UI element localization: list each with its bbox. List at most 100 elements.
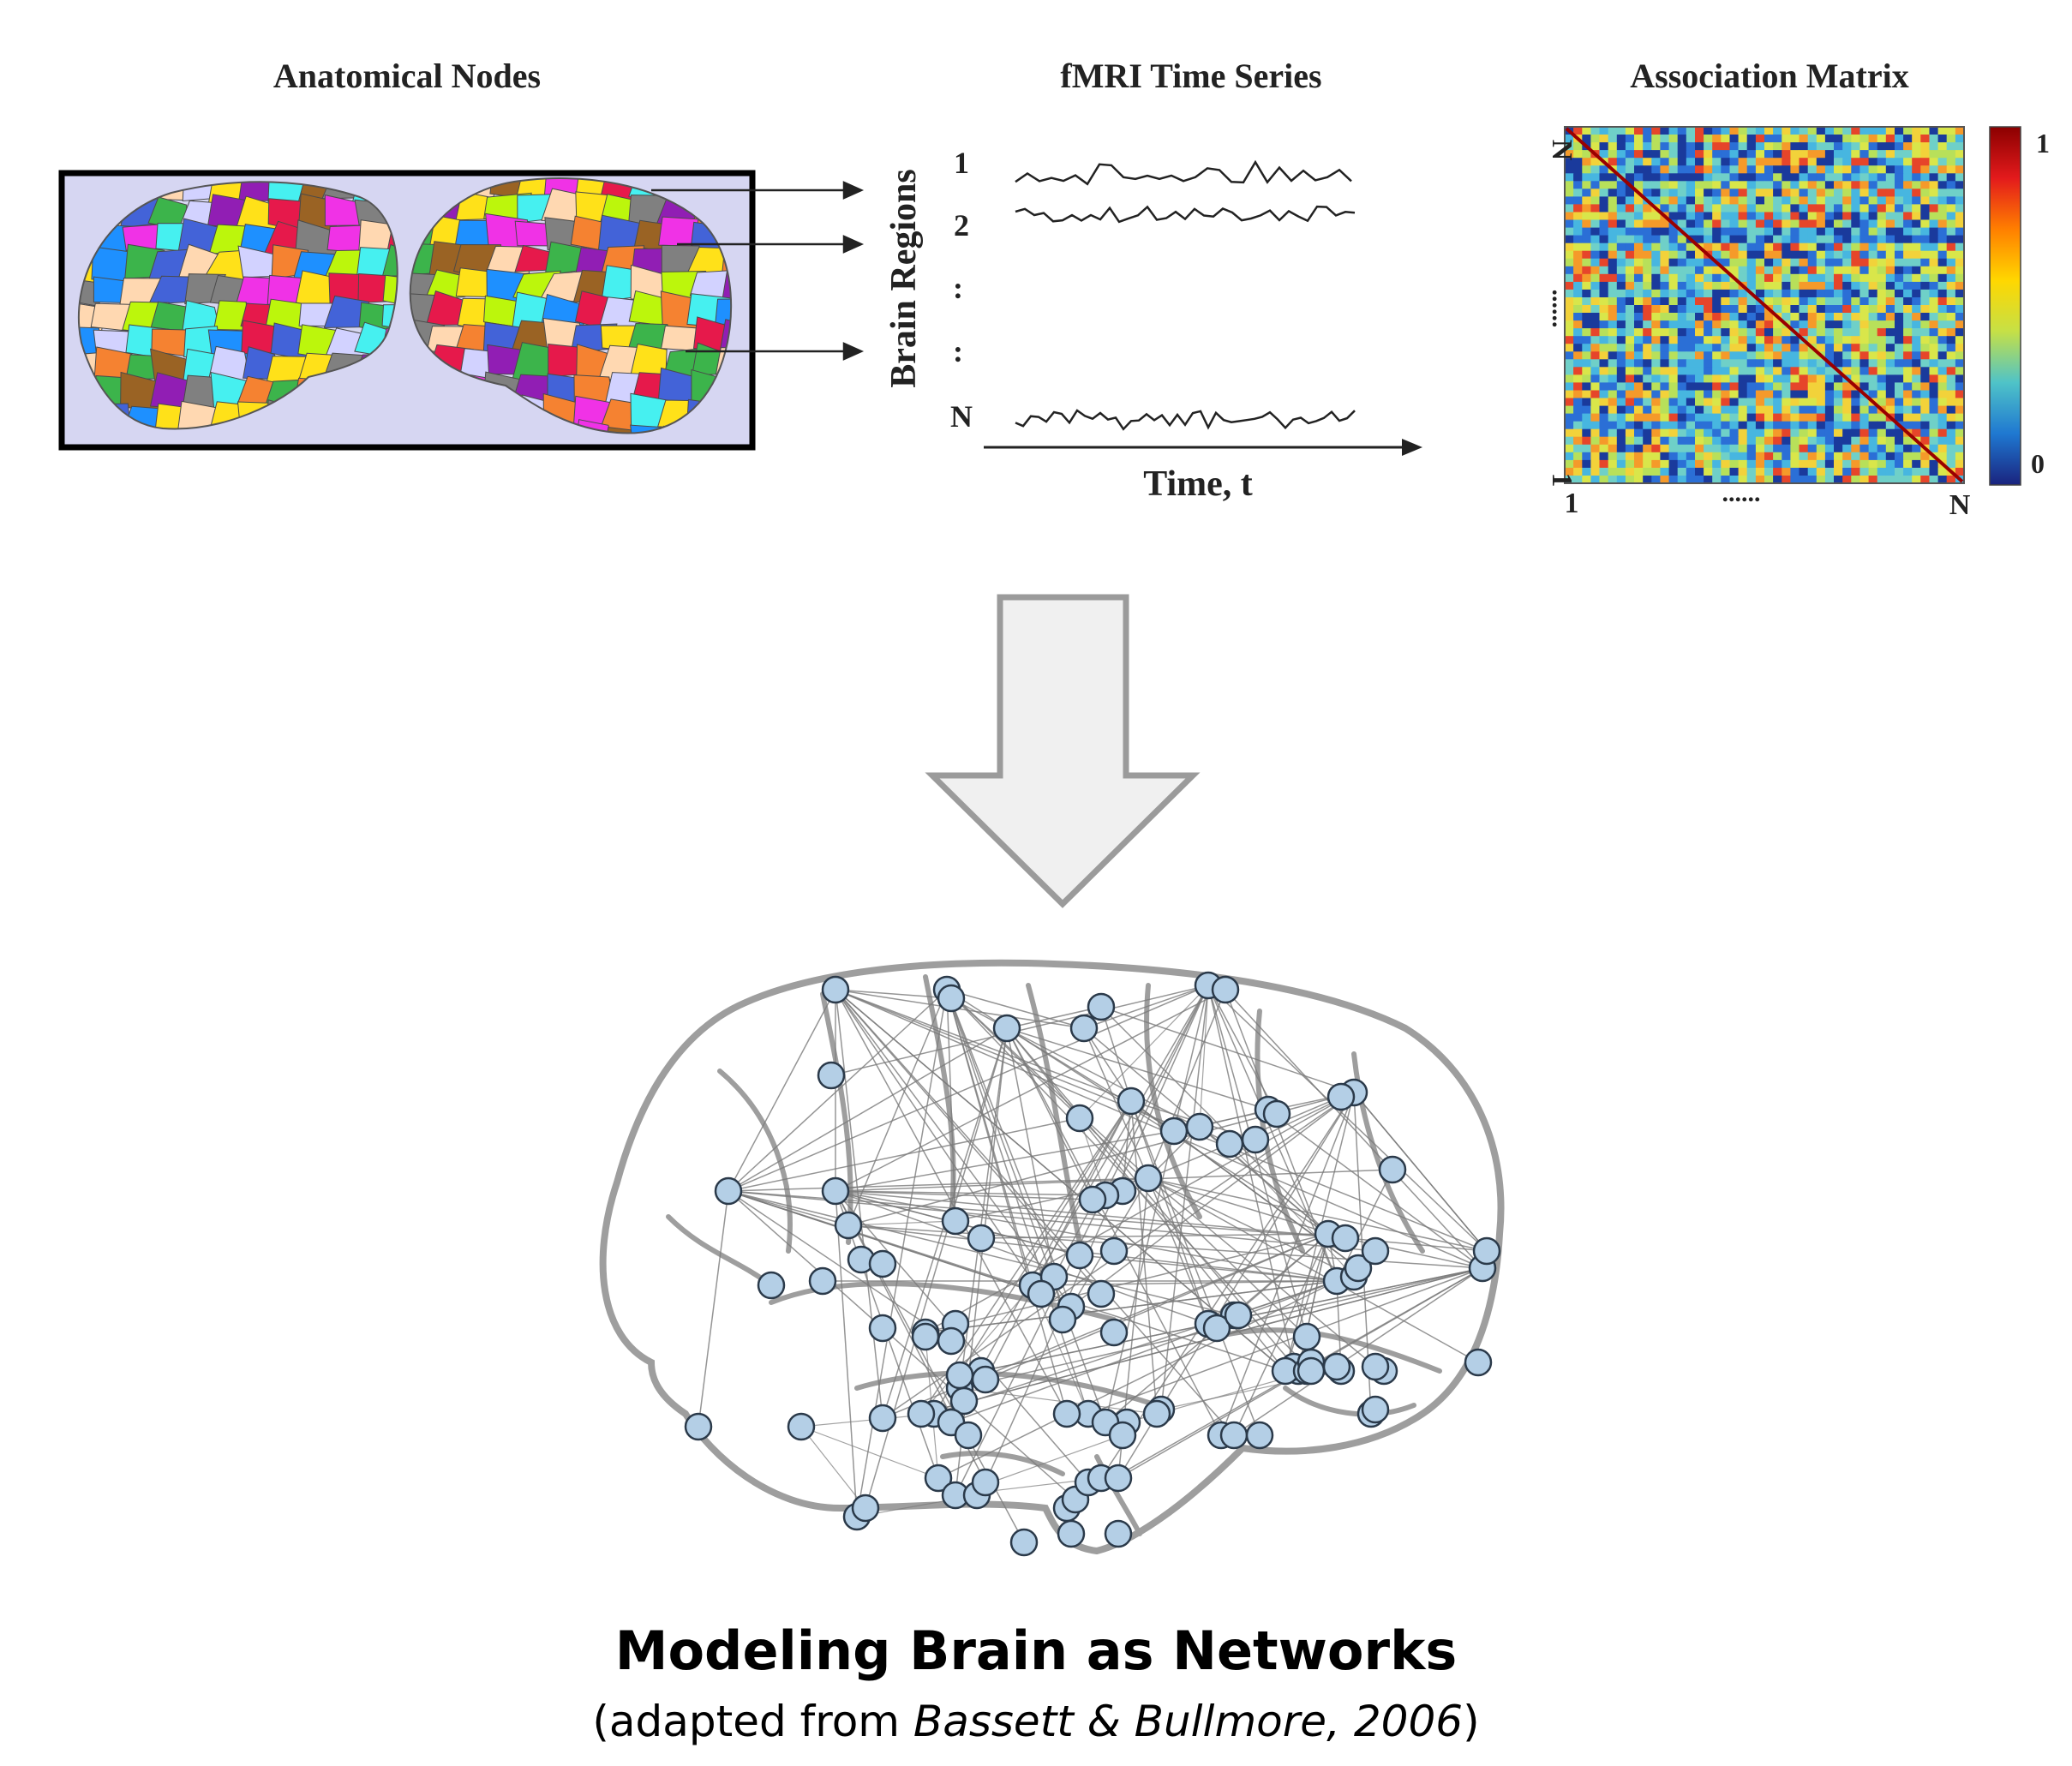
matrix-cell — [1834, 204, 1843, 213]
matrix-cell — [1755, 305, 1765, 314]
matrix-cell — [1695, 250, 1704, 260]
matrix-cell — [1859, 142, 1870, 151]
matrix-cell — [1842, 436, 1852, 446]
matrix-cell — [1937, 297, 1948, 306]
matrix-cell — [1738, 135, 1748, 143]
matrix-cell — [1643, 305, 1652, 314]
matrix-cell — [1955, 142, 1965, 151]
matrix-cell — [1573, 212, 1583, 221]
network-edge — [835, 1130, 1175, 1192]
matrix-cell — [1859, 297, 1870, 306]
matrix-cell — [1643, 135, 1652, 143]
matrix-cell — [1790, 212, 1800, 221]
matrix-cell — [1799, 452, 1809, 461]
matrix-cell — [1608, 127, 1618, 135]
matrix-cell — [1729, 336, 1740, 344]
matrix-cell — [1695, 181, 1704, 189]
matrix-cell — [1634, 289, 1644, 298]
matrix-cell — [1721, 390, 1730, 399]
matrix-cell — [1608, 281, 1618, 290]
matrix-cell — [1885, 204, 1895, 213]
matrix-cell — [1573, 173, 1583, 182]
matrix-cell — [1582, 367, 1591, 375]
matrix-cell — [1824, 351, 1835, 360]
matrix-cell — [1573, 242, 1583, 252]
matrix-cell — [1651, 219, 1661, 229]
matrix-cell — [1807, 273, 1817, 283]
matrix-cell — [1599, 196, 1609, 205]
matrix-cell — [1842, 212, 1852, 221]
fmri-time-series-title: fMRI Time Series — [1060, 57, 1321, 95]
matrix-cell — [1895, 281, 1904, 290]
matrix-cell — [1660, 281, 1670, 290]
matrix-cell — [1677, 382, 1687, 391]
matrix-cell — [1634, 204, 1644, 213]
matrix-cell — [1868, 135, 1878, 143]
matrix-cell — [1668, 344, 1679, 352]
matrix-cell — [1929, 227, 1939, 236]
matrix-cell — [1782, 181, 1791, 189]
matrix-cell — [1834, 344, 1843, 352]
matrix-cell — [1608, 242, 1618, 252]
matrix-cell — [1903, 344, 1913, 352]
matrix-cell — [1834, 382, 1843, 391]
matrix-cell — [1773, 235, 1782, 244]
network-edge — [985, 1100, 1132, 1380]
matrix-cell — [1746, 382, 1757, 391]
matrix-cell — [1816, 444, 1826, 453]
matrix-cell — [1851, 413, 1860, 422]
matrix-cell — [1903, 150, 1913, 159]
matrix-cell — [1712, 405, 1722, 415]
matrix-cell — [1573, 181, 1583, 189]
matrix-cell — [1643, 204, 1652, 213]
matrix-cell — [1782, 336, 1791, 344]
matrix-cell — [1912, 328, 1921, 337]
matrix-cell — [1746, 235, 1757, 244]
network-node — [992, 1014, 1021, 1043]
matrix-cell — [1590, 444, 1601, 453]
matrix-cell — [1712, 227, 1722, 236]
matrix-cell — [1877, 467, 1887, 476]
matrix-cell — [1885, 359, 1895, 368]
network-edge — [1032, 1280, 1338, 1286]
matrix-cell — [1651, 320, 1661, 329]
matrix-cell — [1937, 258, 1948, 267]
matrix-cell — [1885, 219, 1895, 229]
matrix-cell — [1816, 359, 1826, 368]
matrix-cell — [1695, 428, 1704, 438]
matrix-cell — [1807, 150, 1817, 159]
matrix-cell — [1625, 476, 1635, 484]
matrix-cell — [1782, 135, 1791, 143]
matrix-cell — [1903, 336, 1913, 344]
matrix-cell — [1816, 452, 1826, 461]
matrix-cell — [1660, 382, 1670, 391]
matrix-cell — [1704, 266, 1713, 275]
matrix-cell — [1625, 320, 1635, 329]
matrix-cell — [1755, 181, 1765, 189]
matrix-cell — [1764, 459, 1774, 469]
matrix-cell — [1686, 398, 1696, 407]
matrix-cell — [1686, 359, 1696, 368]
matrix-cell — [1712, 181, 1722, 189]
matrix-cell — [1824, 158, 1835, 166]
matrix-cell — [1868, 219, 1878, 229]
network-edge — [1083, 1027, 1149, 1179]
matrix-cell — [1668, 289, 1679, 298]
matrix-cell — [1721, 219, 1730, 229]
matrix-cell — [1799, 405, 1809, 415]
matrix-cell — [1582, 359, 1591, 368]
network-node — [1057, 1519, 1086, 1548]
matrix-cell — [1920, 189, 1930, 197]
matrix-cell — [1859, 242, 1870, 252]
matrix-cell — [1816, 181, 1826, 189]
matrix-cell — [1885, 382, 1895, 391]
matrix-cell — [1704, 367, 1713, 375]
matrix-cell — [1773, 150, 1782, 159]
matrix-cell — [1616, 165, 1626, 174]
matrix-cell — [1660, 258, 1670, 267]
matrix-cell — [1582, 227, 1591, 236]
matrix-cell — [1590, 181, 1601, 189]
matrix-cell — [1773, 266, 1782, 275]
matrix-cell — [1738, 181, 1748, 189]
matrix-cell — [1721, 158, 1730, 166]
